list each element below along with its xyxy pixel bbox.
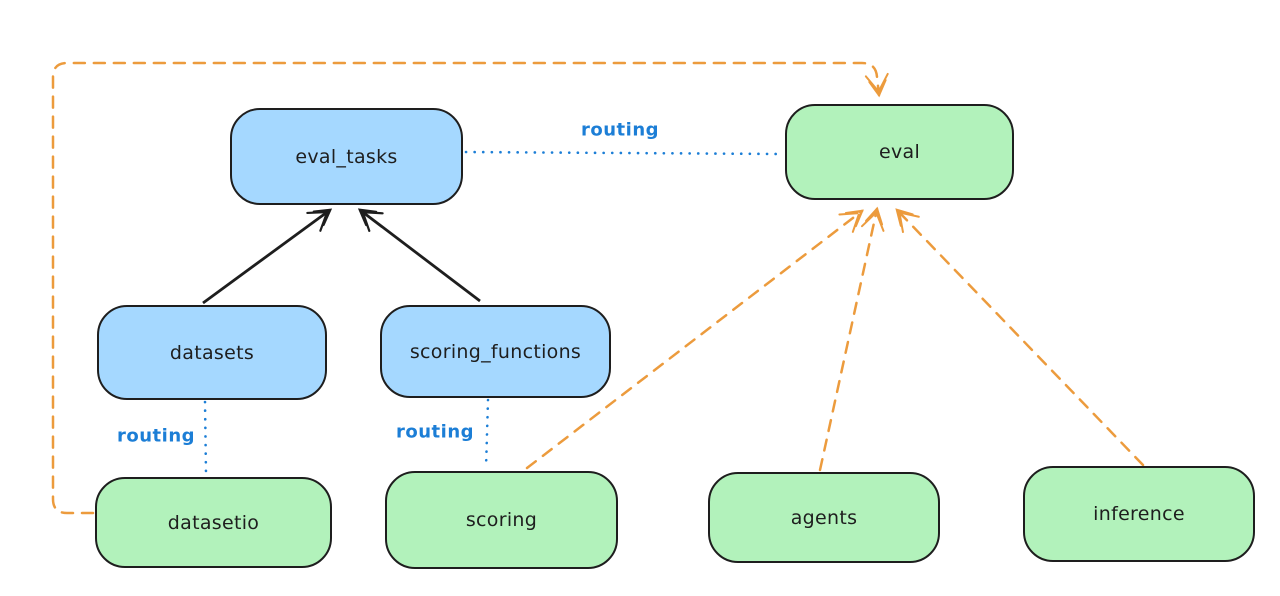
node-scoring-functions: scoring_functions bbox=[380, 305, 611, 398]
edge-inference-to-eval-dashed-arrow bbox=[895, 208, 1145, 467]
edge-eval-tasks-to-eval-routing-dotted bbox=[464, 150, 785, 156]
edge-label-routing-datasets-datasetio: routing bbox=[116, 425, 196, 447]
node-datasets: datasets bbox=[97, 305, 327, 400]
node-eval: eval bbox=[785, 104, 1014, 200]
node-scoring-functions-label: scoring_functions bbox=[409, 340, 582, 363]
edge-scoring-functions-to-eval-tasks-arrow bbox=[357, 208, 481, 303]
node-scoring-label: scoring bbox=[465, 509, 538, 531]
node-inference: inference bbox=[1023, 466, 1255, 562]
edge-datasetio-to-eval-loop-dashed-arrow bbox=[51, 61, 889, 515]
node-eval-tasks-label: eval_tasks bbox=[295, 145, 398, 168]
edge-scoring-functions-to-scoring-routing-dotted bbox=[484, 398, 490, 470]
node-datasetio-label: datasetio bbox=[167, 511, 260, 534]
node-eval-tasks: eval_tasks bbox=[230, 108, 463, 205]
node-datasetio: datasetio bbox=[95, 477, 332, 568]
node-agents: agents bbox=[708, 472, 940, 563]
node-agents-label: agents bbox=[790, 506, 858, 529]
edge-agents-to-eval-dashed-arrow bbox=[818, 206, 885, 472]
node-inference-label: inference bbox=[1093, 503, 1185, 525]
node-datasets-label: datasets bbox=[169, 341, 255, 364]
edge-datasets-to-datasetio-routing-dotted bbox=[203, 400, 208, 476]
edge-datasets-to-eval-tasks-arrow bbox=[202, 208, 333, 305]
edge-label-routing-eval-tasks-eval: routing bbox=[580, 119, 660, 141]
edge-label-routing-scoring-functions-scoring: routing bbox=[395, 421, 475, 443]
edge-scoring-to-eval-dashed-arrow bbox=[525, 209, 864, 470]
node-scoring: scoring bbox=[385, 471, 618, 569]
node-eval-label: eval bbox=[878, 141, 921, 163]
